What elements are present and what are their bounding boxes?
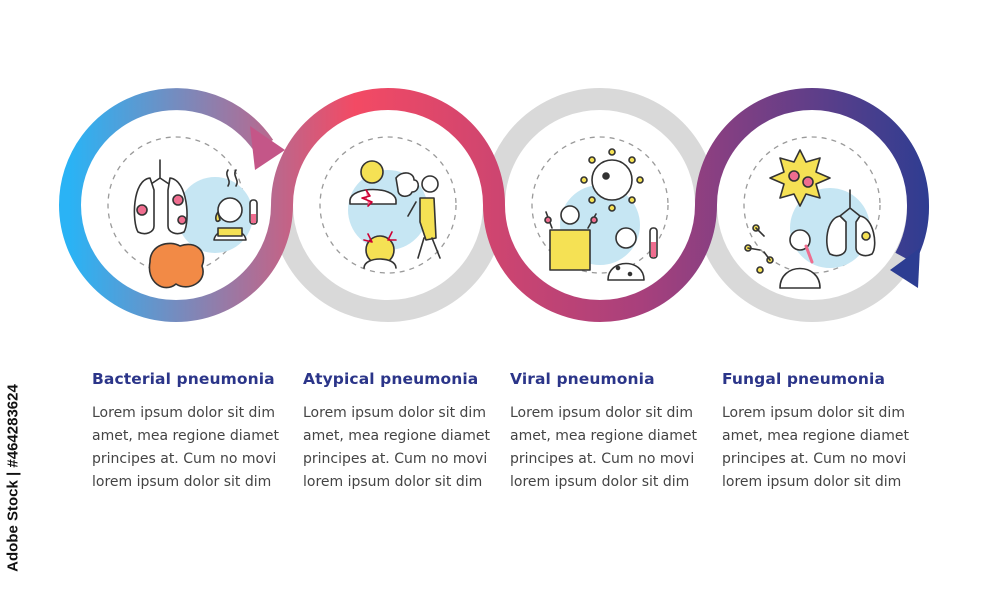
stock-watermark-text: Adobe Stock | #464283624 bbox=[4, 383, 22, 572]
gray-ring-2-bottom bbox=[271, 204, 505, 322]
step-viral: Viral pneumonia Lorem ipsum dolor sit di… bbox=[510, 370, 715, 494]
step-description: Lorem ipsum dolor sit dim amet, mea regi… bbox=[92, 405, 279, 490]
step-description: Lorem ipsum dolor sit dim amet, mea regi… bbox=[510, 405, 697, 490]
bacterial-lungs-icon bbox=[133, 159, 258, 289]
ribbon-arrow-end bbox=[890, 248, 920, 288]
step-title: Fungal pneumonia bbox=[722, 370, 886, 388]
step-atypical: Atypical pneumonia Lorem ipsum dolor sit… bbox=[303, 370, 508, 494]
step-title: Bacterial pneumonia bbox=[92, 370, 275, 388]
dashed-circle-4 bbox=[743, 136, 881, 274]
virus-icon bbox=[544, 148, 658, 281]
step-title: Atypical pneumonia bbox=[303, 370, 479, 388]
gray-ring-3-top bbox=[483, 88, 717, 206]
dashed-circle-2 bbox=[319, 136, 457, 274]
dashed-circle-3 bbox=[531, 136, 669, 274]
ribbon-arrow-start bbox=[250, 126, 285, 170]
gradient-ribbon bbox=[59, 88, 929, 322]
stock-watermark-label: Adobe Stock | #464283624 bbox=[2, 355, 24, 600]
fungus-lungs-icon bbox=[744, 149, 876, 289]
step-fungal: Fungal pneumonia Lorem ipsum dolor sit d… bbox=[722, 370, 927, 494]
step-title: Viral pneumonia bbox=[510, 370, 655, 388]
step-description: Lorem ipsum dolor sit dim amet, mea regi… bbox=[303, 405, 490, 490]
step-description: Lorem ipsum dolor sit dim amet, mea regi… bbox=[722, 405, 909, 490]
step-bacterial: Bacterial pneumonia Lorem ipsum dolor si… bbox=[92, 370, 297, 494]
coughing-person-icon bbox=[348, 160, 441, 269]
